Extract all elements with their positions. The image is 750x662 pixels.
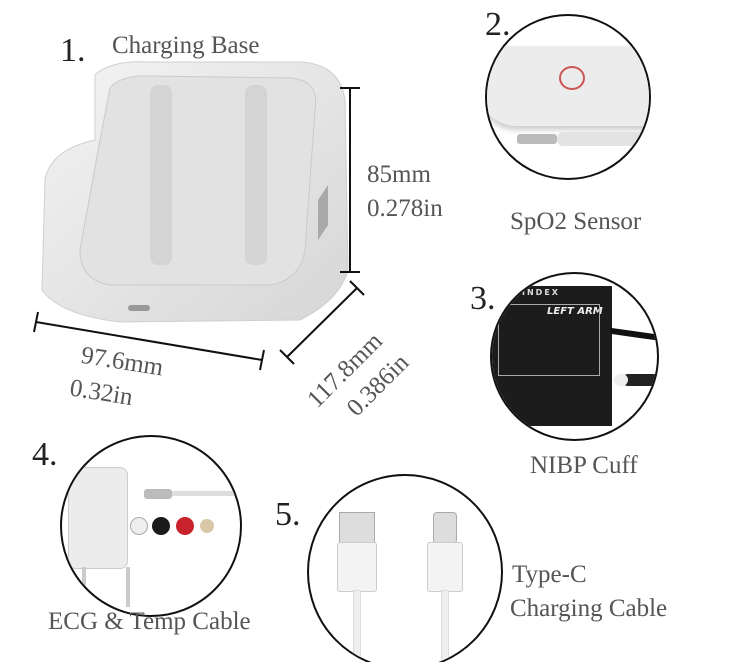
item-5-number: 5. bbox=[275, 496, 301, 533]
usb-c-plug bbox=[517, 134, 557, 144]
cuff-index-text: INDEX bbox=[522, 288, 560, 297]
heart-logo-icon bbox=[559, 66, 585, 90]
cuff-arm-text: LEFT ARM bbox=[547, 306, 603, 317]
temp-probe bbox=[200, 519, 214, 533]
charging-base-vent bbox=[318, 185, 328, 240]
spo2-sensor-photo bbox=[485, 14, 651, 180]
item-5-label-line2: Charging Cable bbox=[510, 595, 668, 622]
item-4-label: ECG & Temp Cable bbox=[48, 608, 251, 635]
item-4-number: 4. bbox=[32, 436, 58, 473]
charging-base-rail-left bbox=[150, 85, 172, 265]
item-3-label: NIBP Cuff bbox=[530, 452, 638, 479]
ecg-electrode-red bbox=[176, 517, 194, 535]
height-dimension: 85mm 0.278in bbox=[367, 158, 443, 226]
item-5-label: Type-C Charging Cable bbox=[510, 558, 667, 626]
width-dimension: 97.6mm 0.32in bbox=[67, 338, 165, 419]
usb-a-connector bbox=[339, 512, 375, 544]
height-in: 0.278in bbox=[367, 195, 443, 222]
ecg-electrode-black bbox=[152, 517, 170, 535]
dimension-lines bbox=[33, 87, 365, 371]
charging-base-port bbox=[128, 305, 150, 311]
type-c-cable-photo bbox=[307, 474, 503, 662]
charging-base-rail-right bbox=[245, 85, 267, 265]
ecg-temp-cable-photo bbox=[60, 435, 242, 617]
charging-base-slot bbox=[79, 75, 317, 286]
item-2-number: 2. bbox=[485, 6, 511, 43]
height-mm: 85mm bbox=[367, 161, 431, 188]
item-3-number: 3. bbox=[470, 280, 496, 317]
item-5-label-line1: Type-C bbox=[512, 561, 587, 588]
item-1-label: Charging Base bbox=[112, 32, 260, 59]
item-1-number: 1. bbox=[60, 32, 86, 69]
usb-c-connector bbox=[433, 512, 457, 544]
item-2-label: SpO2 Sensor bbox=[510, 208, 642, 235]
nibp-cuff-photo: INDEX LEFT ARM bbox=[490, 272, 659, 441]
